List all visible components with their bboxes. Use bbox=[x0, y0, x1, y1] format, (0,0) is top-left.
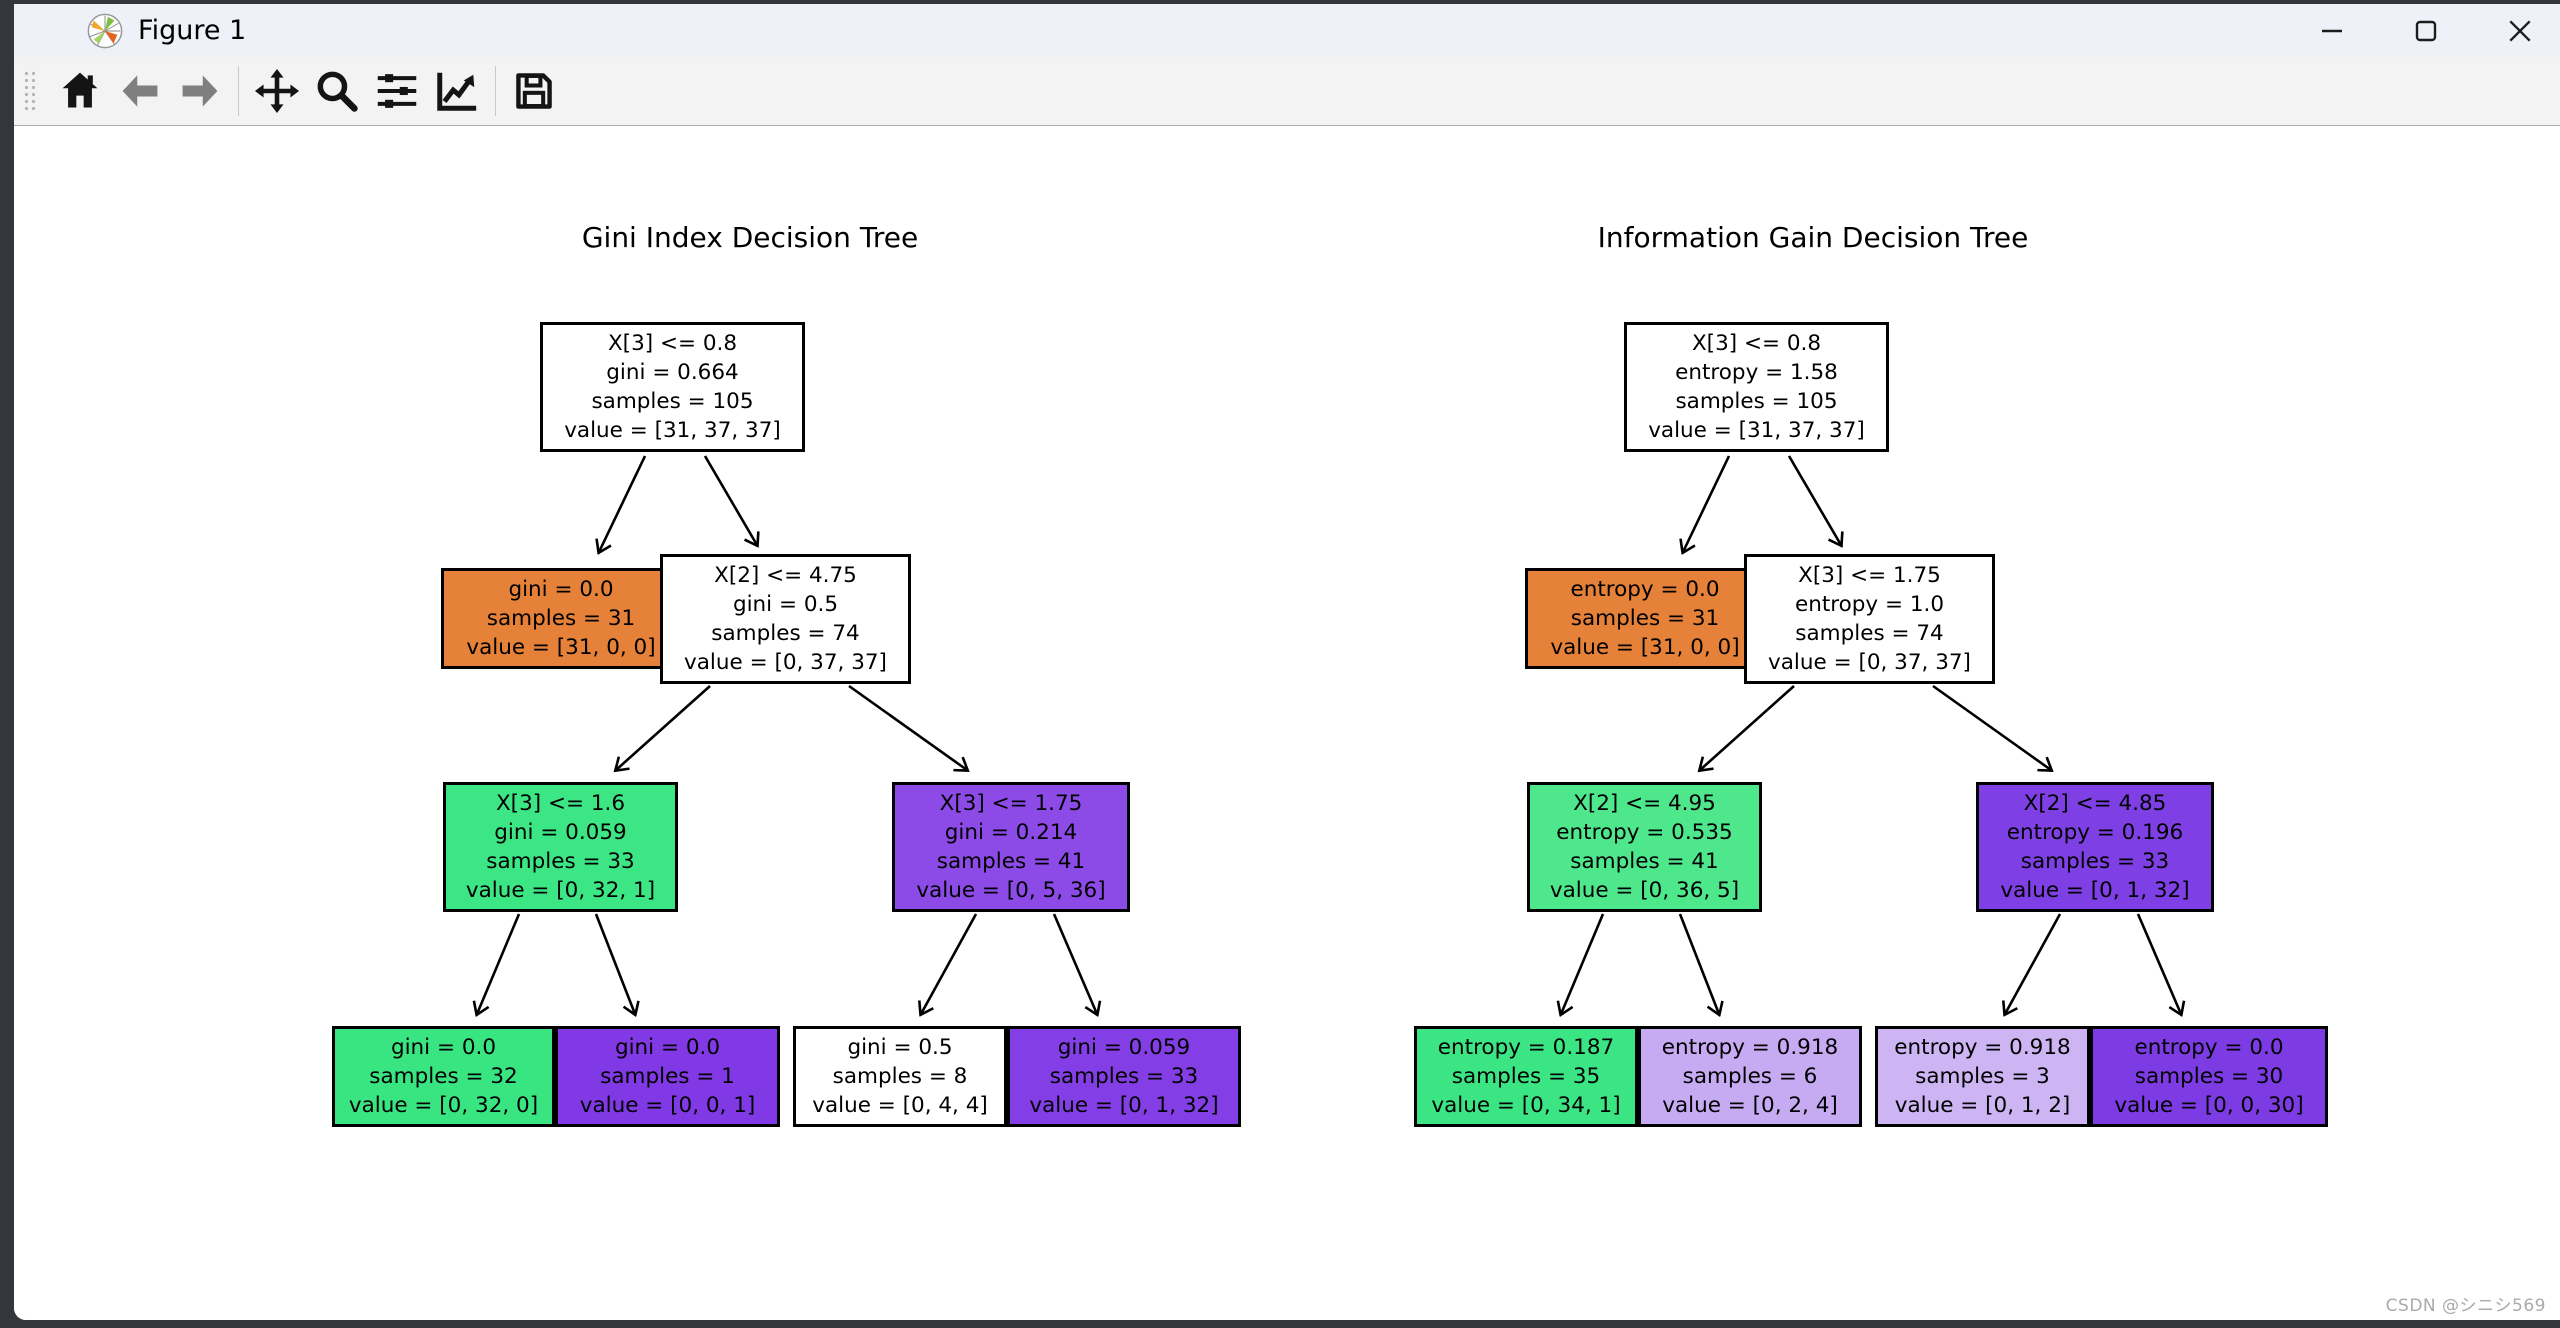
window-title: Figure 1 bbox=[138, 15, 247, 46]
home-button[interactable] bbox=[52, 63, 108, 119]
save-icon bbox=[516, 73, 552, 109]
edit-axis-icon bbox=[437, 72, 477, 111]
figure-canvas: Gini Index Decision Tree Information Gai… bbox=[14, 126, 2560, 1320]
back-icon bbox=[122, 75, 158, 107]
matplotlib-logo-icon bbox=[87, 13, 123, 48]
maximize-button[interactable] bbox=[2404, 11, 2448, 51]
maximize-icon bbox=[2415, 20, 2437, 41]
save-button[interactable] bbox=[506, 63, 562, 119]
back-button[interactable] bbox=[112, 63, 168, 119]
navigation-toolbar bbox=[14, 57, 2560, 126]
close-button[interactable] bbox=[2498, 11, 2542, 51]
figure-window: Figure 1 bbox=[14, 4, 2560, 1320]
toolbar-grip-handle[interactable] bbox=[22, 68, 36, 114]
forward-button[interactable] bbox=[172, 63, 228, 119]
configure-subplots-button[interactable] bbox=[369, 63, 425, 119]
watermark: CSDN @シニシ569 bbox=[2385, 1296, 2546, 1316]
configure-subplots-icon bbox=[377, 74, 417, 108]
zoom-to-rect-icon bbox=[317, 71, 358, 112]
home-icon bbox=[62, 72, 98, 108]
pan-button[interactable] bbox=[249, 63, 305, 119]
title-bar: Figure 1 bbox=[14, 4, 2560, 57]
gini-tree-title: Gini Index Decision Tree bbox=[581, 221, 919, 254]
minimize-icon bbox=[2322, 29, 2342, 32]
pan-icon bbox=[254, 68, 300, 114]
minimize-button[interactable] bbox=[2310, 11, 2354, 51]
close-icon bbox=[2509, 19, 2531, 42]
entropy-tree-title: Information Gain Decision Tree bbox=[1597, 221, 2029, 254]
edit-axis-button[interactable] bbox=[429, 63, 485, 119]
window-controls bbox=[2310, 4, 2542, 57]
toolbar-separator bbox=[238, 66, 239, 116]
forward-icon bbox=[182, 75, 218, 107]
tree-edges bbox=[14, 455, 2560, 1320]
toolbar-separator bbox=[495, 66, 496, 116]
zoom-button[interactable] bbox=[309, 63, 365, 119]
